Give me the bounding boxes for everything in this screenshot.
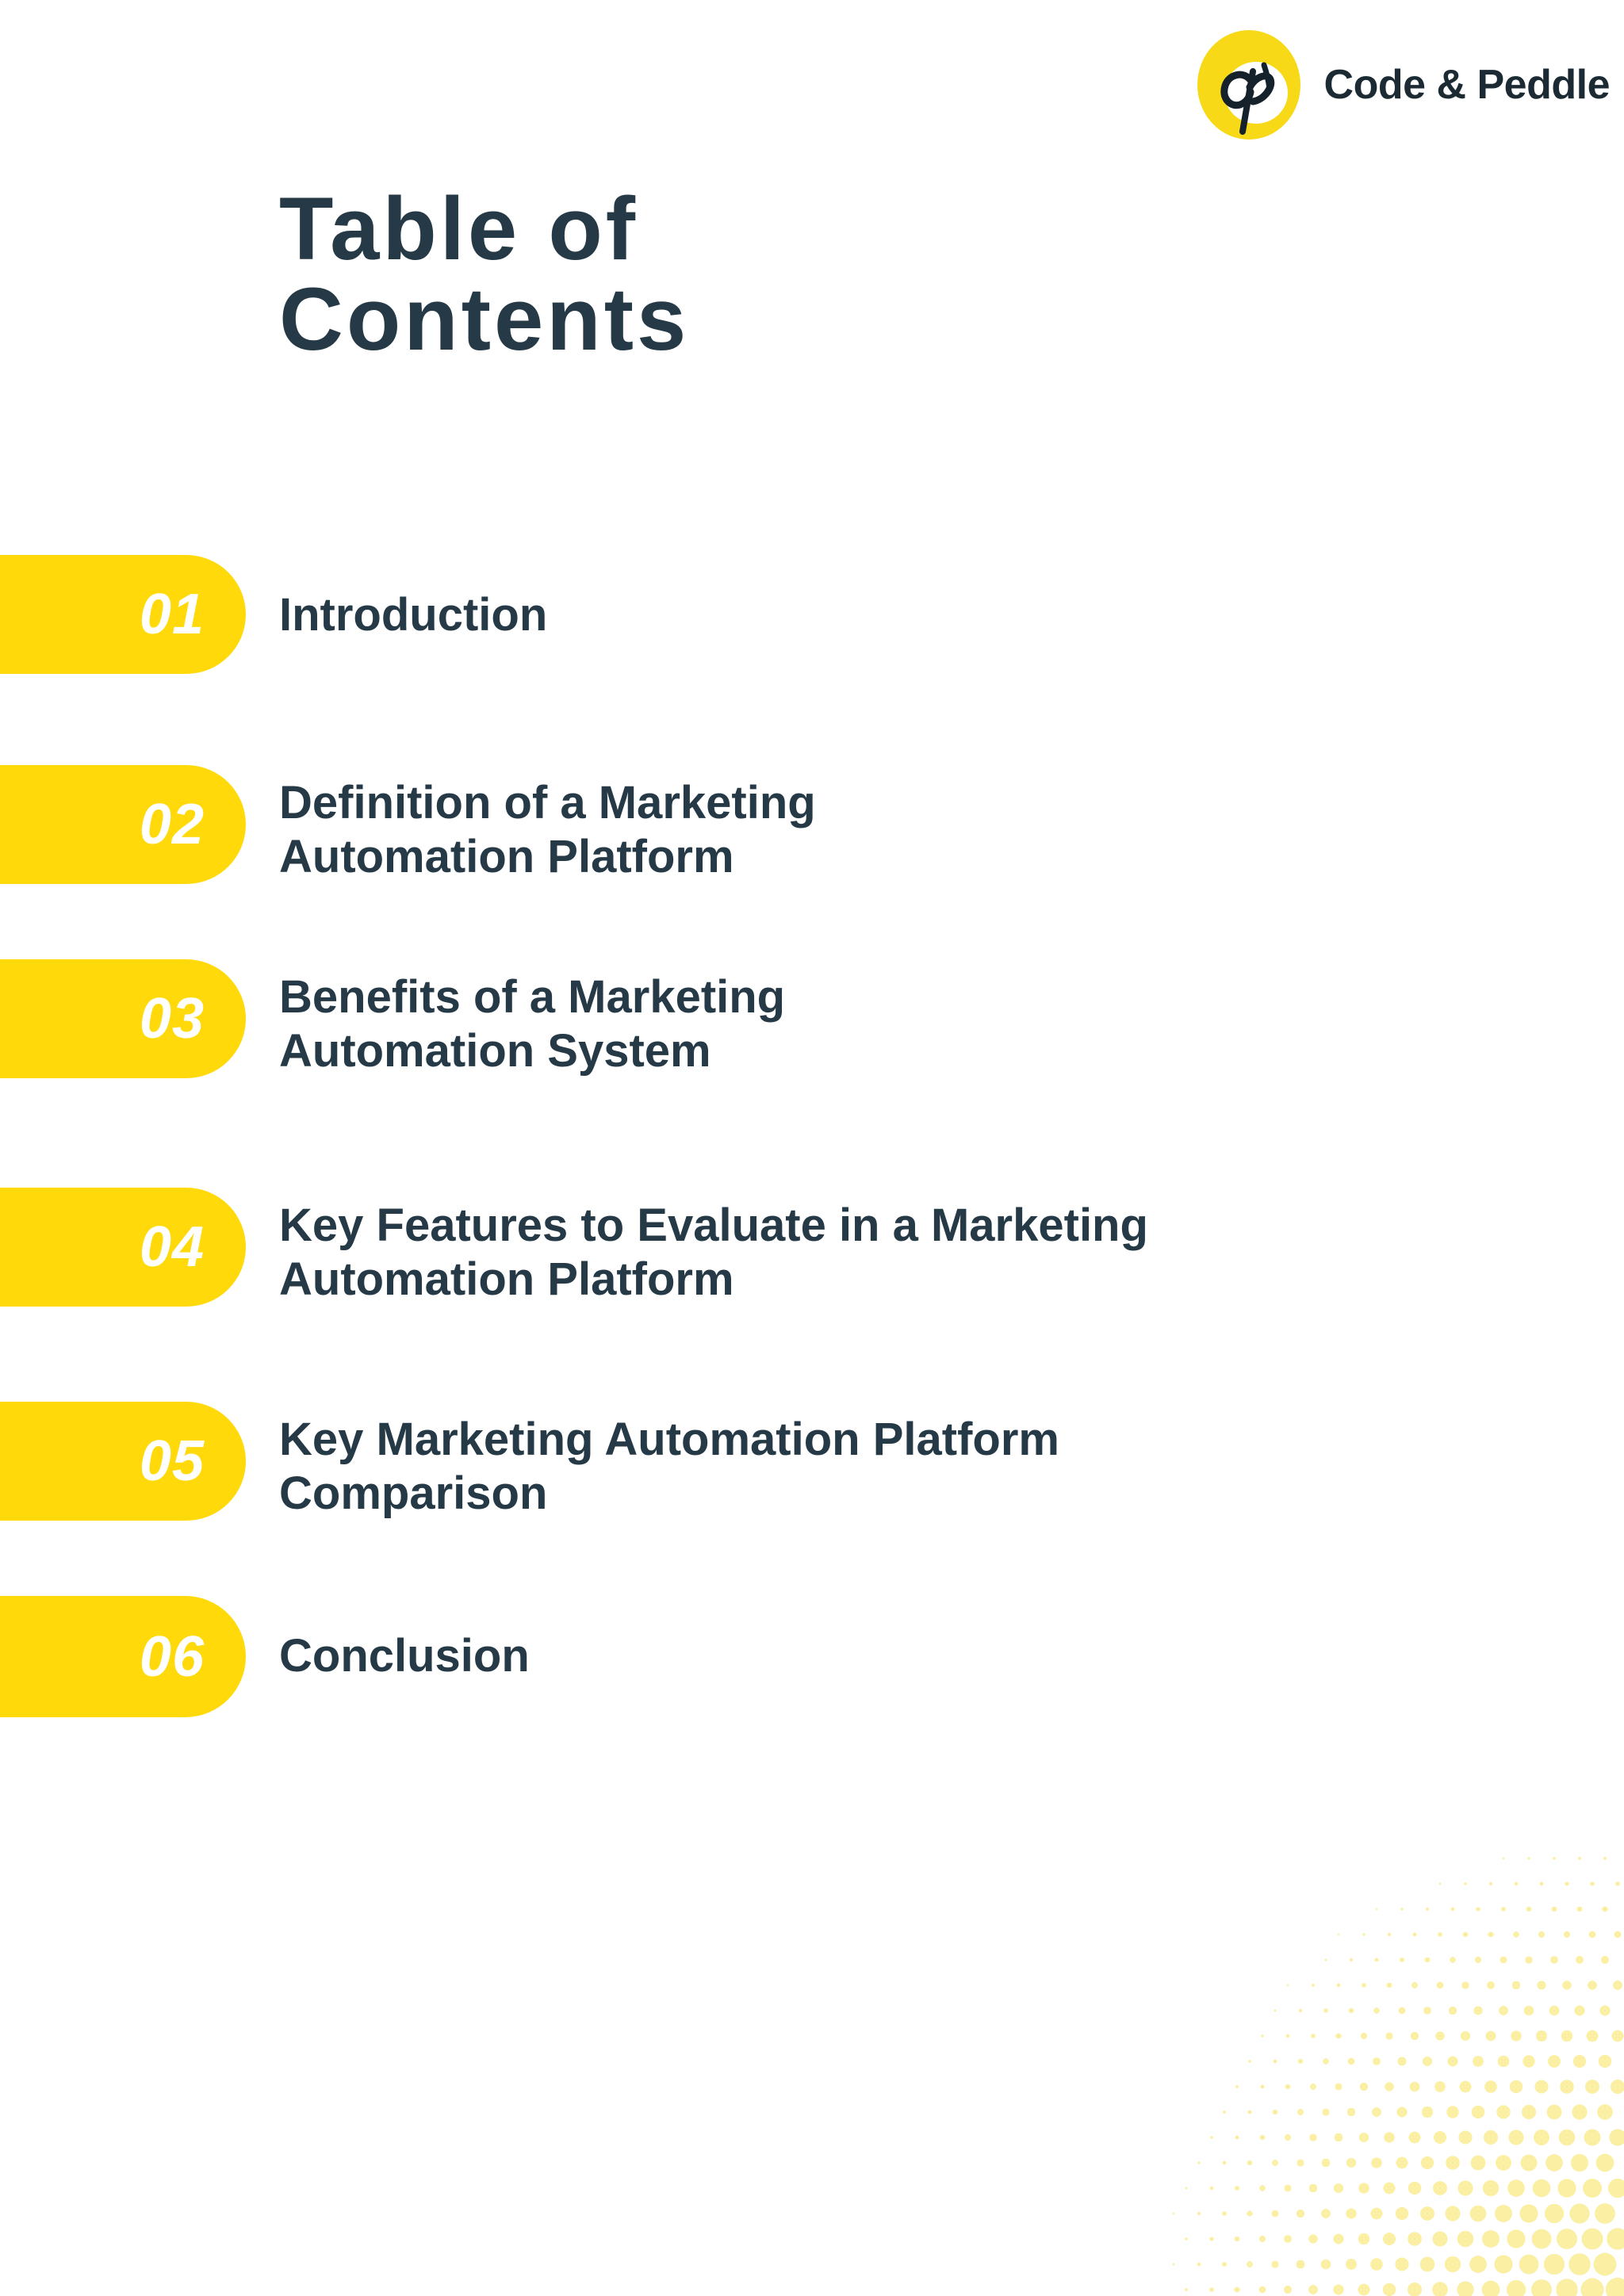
toc-item-04[interactable]: 04 Key Features to Evaluate in a Marketi… xyxy=(0,1188,1624,1307)
toc-number-badge-05: 05 xyxy=(0,1402,246,1521)
toc-number-badge-06: 06 xyxy=(0,1596,246,1717)
page-title: Table of Contents xyxy=(279,179,993,369)
toc-label-01[interactable]: Introduction xyxy=(279,589,548,641)
cp-monogram-icon xyxy=(1220,62,1274,135)
toc-number-05: 05 xyxy=(139,1429,205,1493)
page-title-line-2: Contents xyxy=(279,270,690,369)
toc-label-03[interactable]: Benefits of a Marketing Automation Syste… xyxy=(279,971,786,1077)
toc-label-05[interactable]: Key Marketing Automation Platform Compar… xyxy=(279,1414,1059,1520)
toc-number-03: 03 xyxy=(139,987,205,1050)
toc-number-02: 02 xyxy=(139,793,205,856)
toc-item-02[interactable]: 02 Definition of a Marketing Automation … xyxy=(0,765,1624,884)
brand-name: Code & Peddle xyxy=(1323,62,1611,108)
toc-label-02[interactable]: Definition of a Marketing Automation Pla… xyxy=(279,777,816,883)
toc-number-badge-02: 02 xyxy=(0,765,246,884)
toc-item-01[interactable]: 01 Introduction xyxy=(0,555,1624,674)
code-and-peddle-logo-icon xyxy=(1194,30,1304,140)
toc-item-06[interactable]: 06 Conclusion xyxy=(0,1596,1624,1717)
toc-label-04[interactable]: Key Features to Evaluate in a Marketing … xyxy=(279,1200,1148,1306)
brand-logo: Code & Peddle xyxy=(1194,30,1611,140)
toc-number-badge-04: 04 xyxy=(0,1188,246,1307)
toc-item-05[interactable]: 05 Key Marketing Automation Platform Com… xyxy=(0,1402,1624,1521)
toc-label-06[interactable]: Conclusion xyxy=(279,1630,530,1682)
toc-number-badge-03: 03 xyxy=(0,959,246,1078)
toc-number-badge-01: 01 xyxy=(0,555,246,674)
toc-item-03[interactable]: 03 Benefits of a Marketing Automation Sy… xyxy=(0,959,1624,1078)
toc-number-01: 01 xyxy=(139,583,205,646)
toc-number-04: 04 xyxy=(139,1215,205,1279)
page-title-line-1: Table of xyxy=(279,179,639,278)
toc-number-06: 06 xyxy=(139,1624,205,1689)
halftone-dots-decoration xyxy=(1172,1857,1624,2296)
